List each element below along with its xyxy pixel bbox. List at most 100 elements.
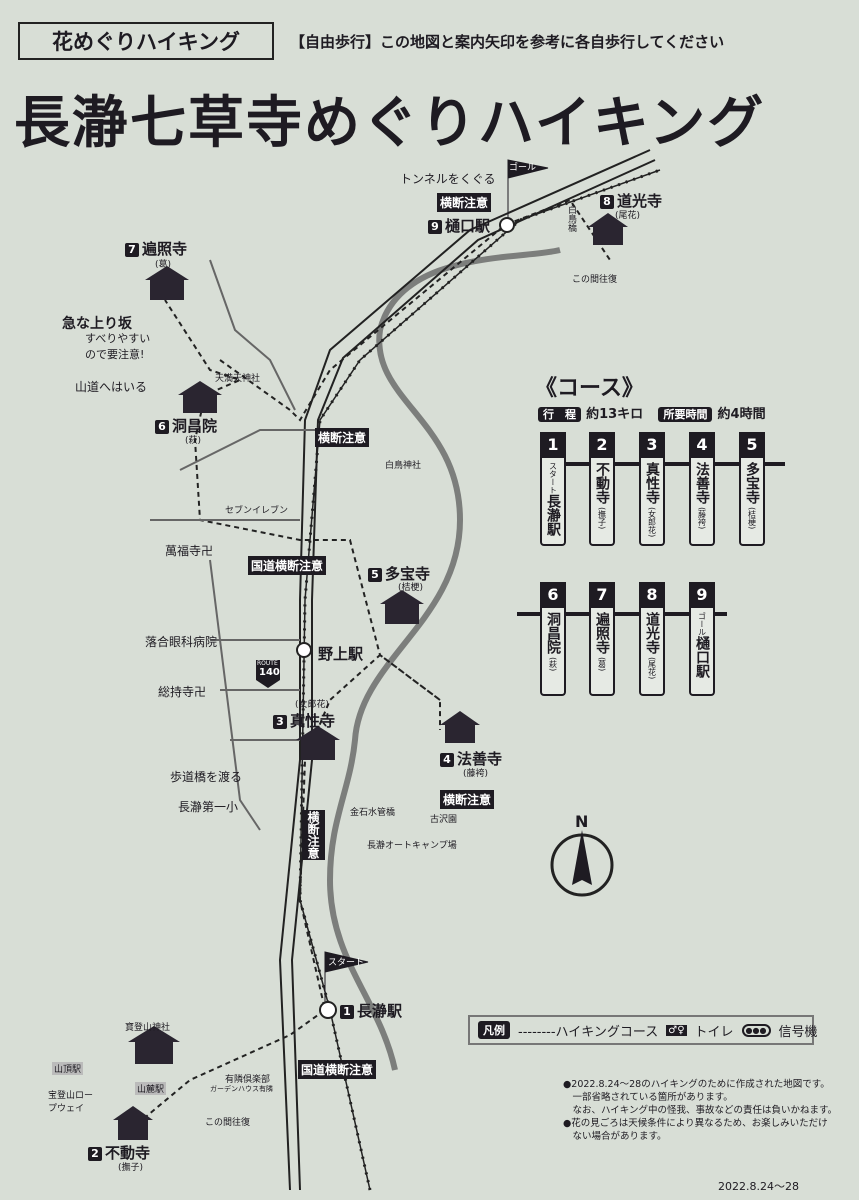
course-summary: 行 程 約13キロ 所要時間 約4時間 bbox=[538, 403, 766, 422]
ropeway-label: 宝登山ロープウェイ bbox=[48, 1091, 94, 1114]
shrine-shiratori: 白鳥神社 bbox=[385, 461, 422, 471]
station-base: 山麓駅 bbox=[135, 1082, 167, 1095]
steep-note: 急な上り坂 bbox=[62, 316, 132, 332]
stop-flower: (女郎花) bbox=[647, 507, 657, 538]
station-nogami: 野上駅 bbox=[318, 645, 364, 663]
stop-number: 7 bbox=[589, 582, 615, 608]
subtitle: 【自由歩行】この地図と案内矢印を参考に各自歩行してください bbox=[290, 33, 725, 51]
stop-number: 5 bbox=[739, 432, 765, 458]
garden-house: ガーデンハウス有隣 bbox=[210, 1085, 273, 1093]
course-stop: 6 洞昌院 (萩) bbox=[540, 582, 566, 696]
shrine-tenman: 天満天神社 bbox=[215, 374, 261, 384]
legend-label: 凡例 bbox=[478, 1021, 510, 1039]
north-label: N bbox=[575, 812, 589, 831]
stop-name: 遍照寺 bbox=[594, 612, 610, 654]
stop-body: スタート長瀞駅 bbox=[540, 458, 566, 546]
stop-name: 真性寺 bbox=[644, 462, 660, 504]
time-value: 約4時間 bbox=[717, 407, 766, 422]
route-number: 140 bbox=[259, 667, 280, 678]
notes: ●2022.8.24〜28のハイキングのために作成された地図です。 一部省略され… bbox=[563, 1078, 837, 1143]
legend: 凡例 --------ハイキングコース ♂♀トイレ ●●●信号機 bbox=[468, 1015, 818, 1045]
hospital-label: 落合眼科病院 bbox=[145, 635, 218, 649]
stop-number: 9 bbox=[689, 582, 715, 608]
mountain-path-note: 山道へはいる bbox=[75, 380, 148, 394]
slippery-warning: すべりやすいので要注意! bbox=[85, 332, 151, 361]
route-crossing-caution: 国道横断注意 bbox=[248, 556, 327, 575]
stop-number: 1 bbox=[540, 432, 566, 458]
flower-label: (萩) bbox=[185, 436, 202, 446]
river bbox=[326, 247, 561, 1071]
crossing-caution: 横断注意 bbox=[302, 810, 325, 860]
distance-value: 約13キロ bbox=[586, 407, 644, 422]
tunnel-note: トンネルをくぐる bbox=[400, 172, 496, 186]
school-label: 長瀞第一小 bbox=[178, 800, 239, 814]
signal-icon: ●●● bbox=[741, 1023, 771, 1037]
roundtrip-note: この間往復 bbox=[205, 1118, 251, 1128]
stop-flower: (藤袴) bbox=[697, 507, 707, 530]
route-label: ROUTE bbox=[257, 660, 278, 667]
stop-body: 多宝寺(桔梗) bbox=[739, 458, 765, 546]
campsite-label: 長瀞オートキャンプ場 bbox=[367, 841, 457, 851]
route-crossing-caution: 国道横断注意 bbox=[298, 1060, 377, 1079]
station-summit: 山頂駅 bbox=[52, 1062, 84, 1075]
crossing-caution: 横断注意 bbox=[437, 193, 492, 212]
furusawa-label: 古沢園 bbox=[430, 815, 458, 825]
flower-label: (桔梗) bbox=[398, 583, 424, 593]
start-label: スタート bbox=[328, 958, 365, 968]
stop-body: 真性寺 (女郎花) bbox=[639, 458, 665, 546]
stop-body: 道光寺(尾花) bbox=[639, 608, 665, 696]
stop-prefix: スタート bbox=[548, 462, 558, 494]
shrine-hodosan: 寶登山神社 bbox=[125, 1023, 171, 1033]
stop-body: 不動寺(撫子) bbox=[589, 458, 615, 546]
course-stop: 3 真性寺 (女郎花) bbox=[639, 432, 665, 546]
stop-number: 3 bbox=[639, 432, 665, 458]
stop-number: 6 bbox=[540, 582, 566, 608]
event-tag-text: 花めぐりハイキング bbox=[52, 30, 240, 54]
stop-flower: (桔梗) bbox=[747, 507, 757, 530]
stop-flower: (萩) bbox=[548, 657, 558, 672]
legend-course: --------ハイキングコース bbox=[518, 1024, 659, 1040]
flower-label: (女郎花) bbox=[295, 700, 330, 710]
note-line: 一部省略されている箇所があります。 bbox=[563, 1092, 733, 1103]
footbridge-note: 歩道橋を渡る bbox=[170, 770, 243, 784]
stop-name: 長瀞駅 bbox=[545, 494, 561, 536]
bridge-kaneishi: 金石水管橋 bbox=[350, 808, 396, 818]
roundtrip-note: この間往復 bbox=[572, 275, 618, 285]
stop-flower: (尾花) bbox=[647, 657, 657, 680]
stop-number: 8 bbox=[639, 582, 665, 608]
stop-name: 不動寺 bbox=[594, 462, 610, 504]
temple-soujiji: 総持寺卍 bbox=[158, 685, 207, 699]
stop-body: ゴール樋口駅 bbox=[689, 608, 715, 696]
stop-name: 洞昌院 bbox=[545, 612, 561, 654]
note-line: ない場合があります。 bbox=[563, 1131, 667, 1142]
legend-toilet: トイレ bbox=[694, 1024, 734, 1040]
time-label: 所要時間 bbox=[658, 407, 713, 422]
flower-label: (藤袴) bbox=[463, 769, 489, 779]
page-title: 長瀞七草寺めぐりハイキング bbox=[14, 90, 766, 156]
stop-body: 法善寺 (藤袴) bbox=[689, 458, 715, 546]
stop-name: 法善寺 bbox=[694, 462, 710, 504]
distance-label: 行 程 bbox=[538, 407, 581, 422]
event-tag: 花めぐりハイキング bbox=[18, 22, 274, 60]
note-line: ●花の見ごろは天候条件により異なるため、お楽しみいただけ bbox=[563, 1118, 828, 1129]
stop-prefix: ゴール bbox=[697, 612, 707, 636]
goal-label: ゴール bbox=[509, 163, 537, 173]
note-line: なお、ハイキング中の怪我、事故などの責任は負いかねます。 bbox=[563, 1105, 838, 1116]
toilet-icon: ♂♀ bbox=[666, 1024, 687, 1036]
crossing-caution: 横断注意 bbox=[440, 790, 495, 809]
footer-date: 2022.8.24〜28 bbox=[718, 1180, 799, 1193]
yurin-club: 有隣倶楽部 bbox=[225, 1075, 271, 1085]
